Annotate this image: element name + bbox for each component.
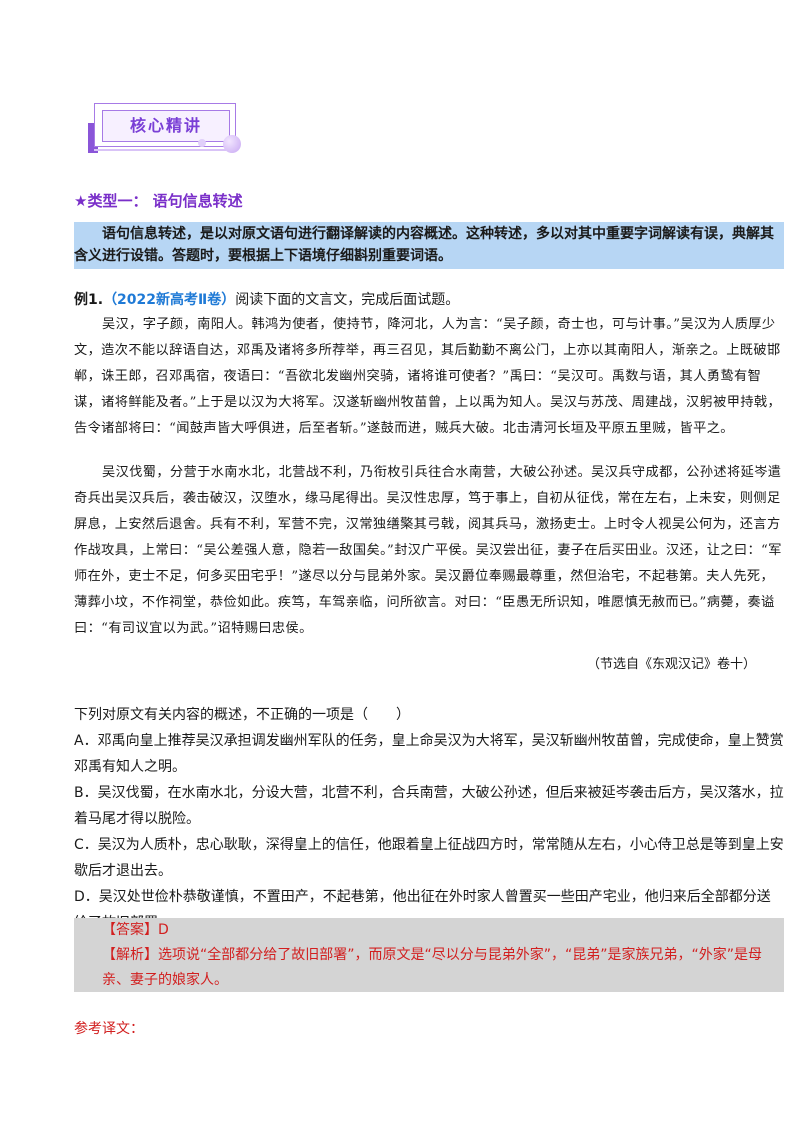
analysis-text: 【解析】选项说“全部都分给了故旧部署”，而原文是“尽以分与昆弟外家”，“昆弟”是… bbox=[102, 947, 763, 988]
answer-box bbox=[74, 918, 784, 992]
badge-underline bbox=[94, 149, 226, 151]
reference-translation-label: 参考译文： bbox=[74, 1021, 144, 1037]
highlight-text: 语句信息转述，是以对原文语句进行翻译解读的内容概述。这种转述，多以对其中重要字词… bbox=[74, 226, 774, 264]
question-block: 下列对原文有关内容的概述，不正确的一项是（ ） A．邓禹向皇上推荐吴汉承担调发幽… bbox=[74, 702, 784, 936]
passage-paragraph-2: 吴汉伐蜀，分营于水南水北，北营战不利，乃衔枚引兵往合水南营，大破公孙述。吴汉兵守… bbox=[74, 465, 782, 636]
question-stem: 下列对原文有关内容的概述，不正确的一项是（ ） bbox=[74, 707, 410, 723]
section-badge: 核心精讲 bbox=[88, 97, 242, 153]
option-c: C．吴汉为人质朴，忠心耿耿，深得皇上的信任，他跟着皇上征战四方时，常常随从左右，… bbox=[74, 837, 784, 879]
badge-title: 核心精讲 bbox=[102, 110, 230, 142]
example-heading: 例1.（2022新高考Ⅱ卷）阅读下面的文言文，完成后面试题。 bbox=[74, 289, 459, 309]
section-title: ★类型一： 语句信息转述 bbox=[74, 192, 243, 210]
option-b: B．吴汉伐蜀，在水南水北，分设大营，北营不利，合兵南营，大破公孙述，但后来被延岑… bbox=[74, 785, 784, 827]
highlight-box bbox=[74, 222, 784, 269]
answer-line: 【答案】D bbox=[102, 922, 169, 938]
passage-citation: （节选自《东观汉记》卷十） bbox=[586, 657, 756, 672]
decor-dot-small bbox=[198, 139, 206, 147]
example-label: 例1. bbox=[74, 292, 104, 308]
decor-dot bbox=[223, 135, 241, 153]
example-source: （2022新高考Ⅱ卷） bbox=[103, 292, 236, 308]
example-instruction: 阅读下面的文言文，完成后面试题。 bbox=[235, 292, 460, 308]
passage-paragraph-1: 吴汉，字子颜，南阳人。韩鸿为使者，使持节，降河北，人为言：“吴子颜，奇士也，可与… bbox=[74, 317, 782, 436]
answer-block: 【答案】D 【解析】选项说“全部都分给了故旧部署”，而原文是“尽以分与昆弟外家”… bbox=[74, 918, 784, 993]
badge-accent-bar bbox=[88, 123, 98, 153]
option-a: A．邓禹向皇上推荐吴汉承担调发幽州军队的任务，皇上命吴汉为大将军，吴汉斩幽州牧苗… bbox=[74, 733, 784, 775]
